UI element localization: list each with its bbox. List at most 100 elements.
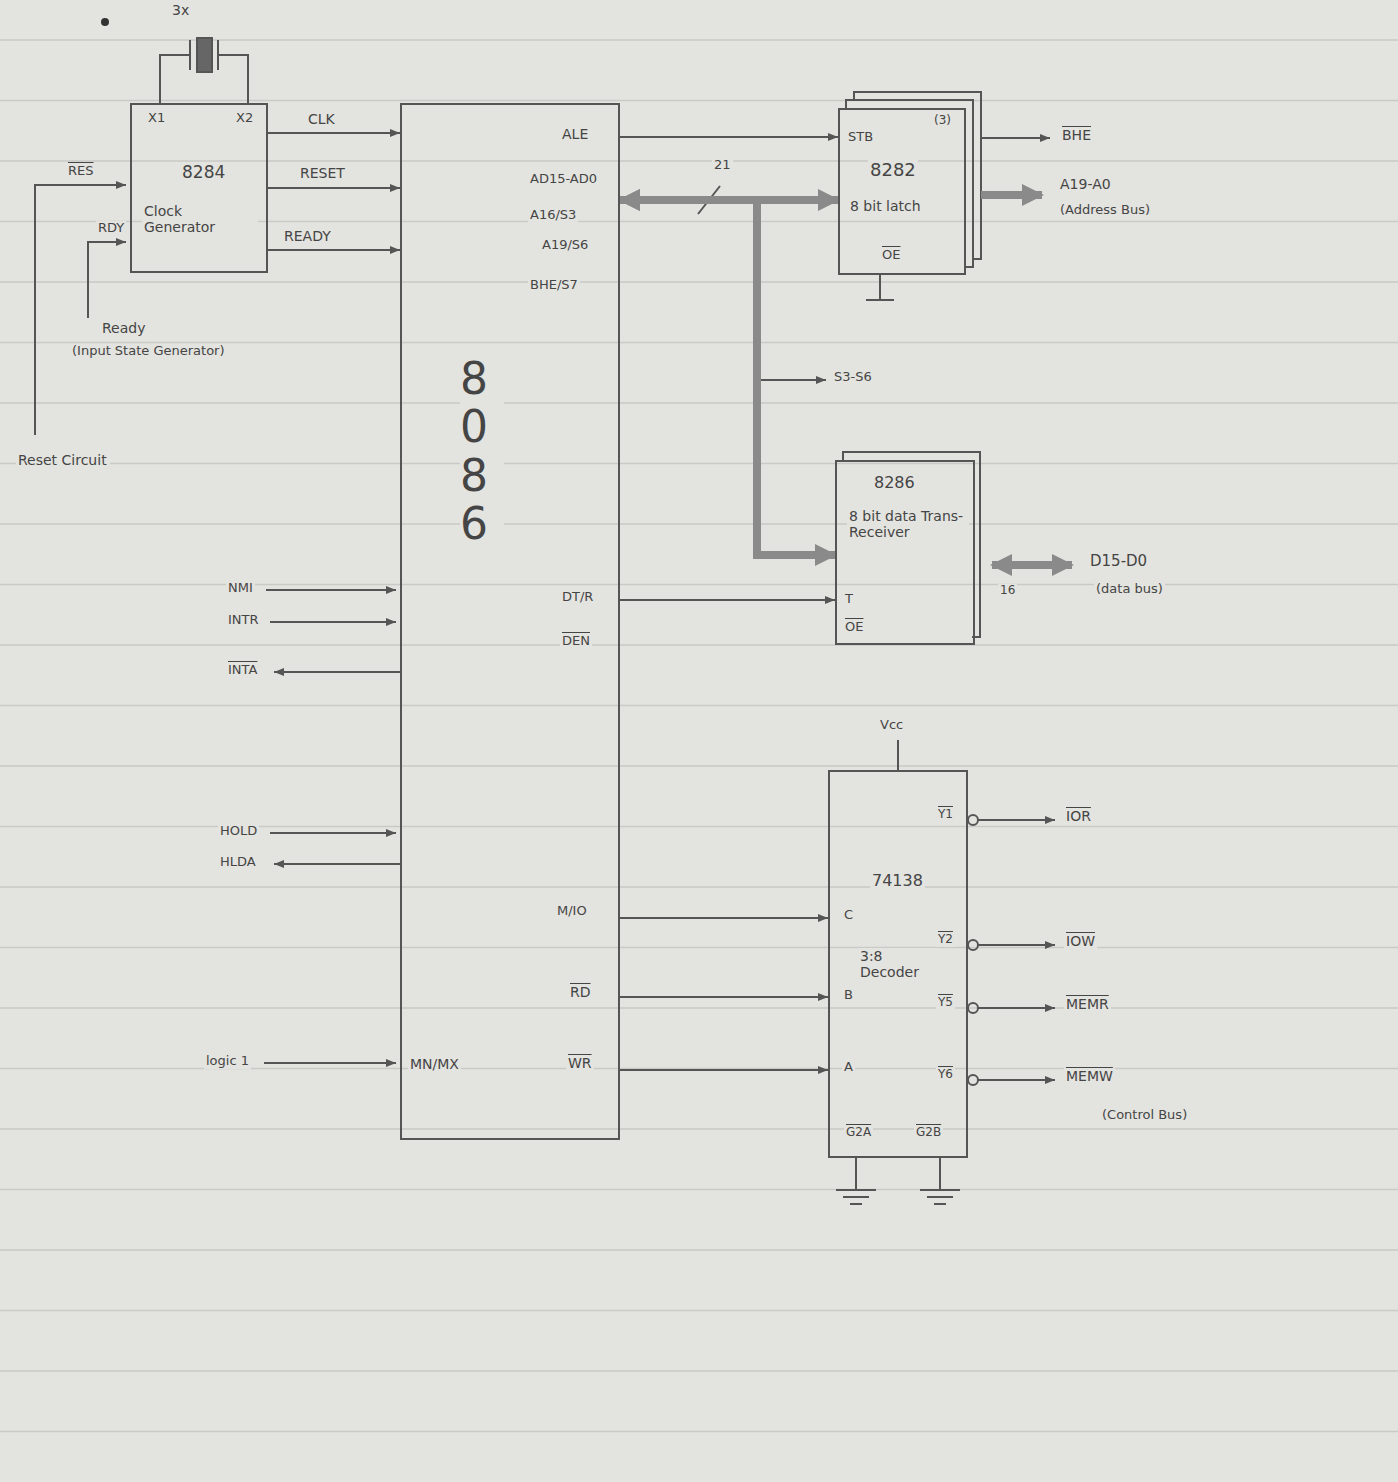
memw-wire <box>978 1079 1055 1081</box>
signal-label: (data bus) <box>1094 582 1165 597</box>
hold-wire <box>270 832 396 834</box>
signal-label: (Control Bus) <box>1100 1108 1189 1123</box>
signal-label: NMI <box>226 581 255 596</box>
ruled-line <box>0 1189 1398 1191</box>
address-bus <box>981 191 1042 199</box>
ruled-line <box>0 1007 1398 1009</box>
signal-label: A <box>842 1060 855 1075</box>
chip-text: 8086 <box>460 355 504 549</box>
chip-text: 8286 <box>872 474 917 492</box>
inverter-bubble <box>968 815 978 825</box>
signal-connector <box>268 187 400 189</box>
chip-text: 8282 <box>868 160 918 181</box>
vcc-wire <box>897 740 899 770</box>
ior-wire <box>978 819 1055 821</box>
signal-label: logic 1 <box>204 1054 251 1069</box>
ruled-line <box>0 1310 1398 1312</box>
wires <box>35 18 1055 1204</box>
chip-box: X1X28284Clock Generator <box>130 103 268 273</box>
data-bus <box>992 561 1072 569</box>
signal-label: A19/S6 <box>540 238 590 253</box>
signal-connector <box>268 132 400 134</box>
latch-stack <box>846 92 981 267</box>
chip-text: 8284 <box>180 163 227 183</box>
chip-box: 74138 3:8 Decoder <box>828 770 968 1158</box>
intr-wire <box>270 621 396 623</box>
logic-wire <box>264 1062 396 1064</box>
signal-label: BHE/S7 <box>528 278 580 293</box>
chip-text: OE <box>880 248 902 263</box>
ruled-line <box>0 160 1398 162</box>
ground-symbol <box>836 1158 876 1204</box>
signal-label: 3x <box>170 2 191 18</box>
oe-ground <box>866 275 894 300</box>
inverter-bubble <box>968 940 978 950</box>
signal-label: READY <box>282 228 333 244</box>
signal-connector <box>620 996 828 998</box>
signal-connector <box>268 249 400 251</box>
signal-connector <box>620 136 838 138</box>
signal-label: (Address Bus) <box>1058 203 1152 218</box>
signal-label: (Input State Generator) <box>70 344 274 359</box>
nmi-wire <box>266 589 396 591</box>
ink-dot <box>101 18 109 26</box>
chip-text: X2 <box>234 111 255 126</box>
signal-label: MEMR <box>1064 996 1111 1012</box>
signal-label: DEN <box>560 634 592 649</box>
status-wire <box>761 379 826 381</box>
hlda-wire <box>274 863 400 865</box>
chip-box: 8286 8 bit data Trans-ReceiverT OE <box>835 460 975 645</box>
chip-text: (3) <box>932 114 953 128</box>
chip-text: 8 bit data Trans-Receiver <box>847 508 969 540</box>
ruled-line <box>0 947 1398 949</box>
memr-wire <box>978 1007 1055 1009</box>
signal-connector <box>620 1069 828 1071</box>
inverter-bubble <box>968 1003 978 1013</box>
signal-label: MEMW <box>1064 1068 1115 1084</box>
ruled-line <box>0 523 1398 525</box>
signal-label: A16/S3 <box>528 208 578 223</box>
signal-label: G2B <box>914 1126 943 1140</box>
inta-wire <box>274 671 400 673</box>
chip-text: 3:8 Decoder <box>858 948 940 980</box>
chip-text: 74138 <box>870 872 925 890</box>
signal-label: M/IO <box>555 904 589 919</box>
signal-label: B <box>842 988 855 1003</box>
chip-box: STB(3)82828 bit latchOE <box>838 108 966 275</box>
signal-label: WR <box>566 1055 594 1071</box>
signal-label: 21 <box>712 158 733 173</box>
ruled-line <box>0 644 1398 646</box>
signal-label: C <box>842 908 855 923</box>
inverter-bubble <box>968 1075 978 1085</box>
signal-label: Ready <box>100 320 147 336</box>
signal-label: RESET <box>298 165 347 181</box>
signal-label: RDY <box>96 221 126 236</box>
ready-wire <box>88 242 126 318</box>
ruled-line <box>0 100 1398 102</box>
ruled-line <box>0 402 1398 404</box>
chip-text: STB <box>846 130 875 145</box>
bus-connector <box>620 200 835 555</box>
buses <box>981 195 1072 565</box>
signal-label: INTR <box>226 613 261 628</box>
iow-wire <box>978 944 1055 946</box>
chip-text: Clock Generator <box>142 203 258 235</box>
signal-label: 16 <box>998 584 1017 598</box>
signal-label: Y5 <box>936 996 955 1010</box>
ground-symbol <box>920 1158 960 1204</box>
signal-label: CLK <box>306 111 337 127</box>
signal-label: IOR <box>1064 808 1093 824</box>
chip-text: T <box>843 592 855 607</box>
signal-label: AD15-AD0 <box>528 172 599 187</box>
signal-label: G2A <box>844 1126 873 1140</box>
signal-connector <box>620 599 835 601</box>
ruled-line <box>0 1370 1398 1372</box>
signal-label: HLDA <box>218 855 258 870</box>
ruled-line <box>0 765 1398 767</box>
signal-label: A19-A0 <box>1058 176 1113 192</box>
transceiver-stack <box>843 452 980 637</box>
signal-label: D15-D0 <box>1088 553 1149 570</box>
chip-text: OE <box>843 620 865 635</box>
signal-label: RD <box>568 984 593 1000</box>
